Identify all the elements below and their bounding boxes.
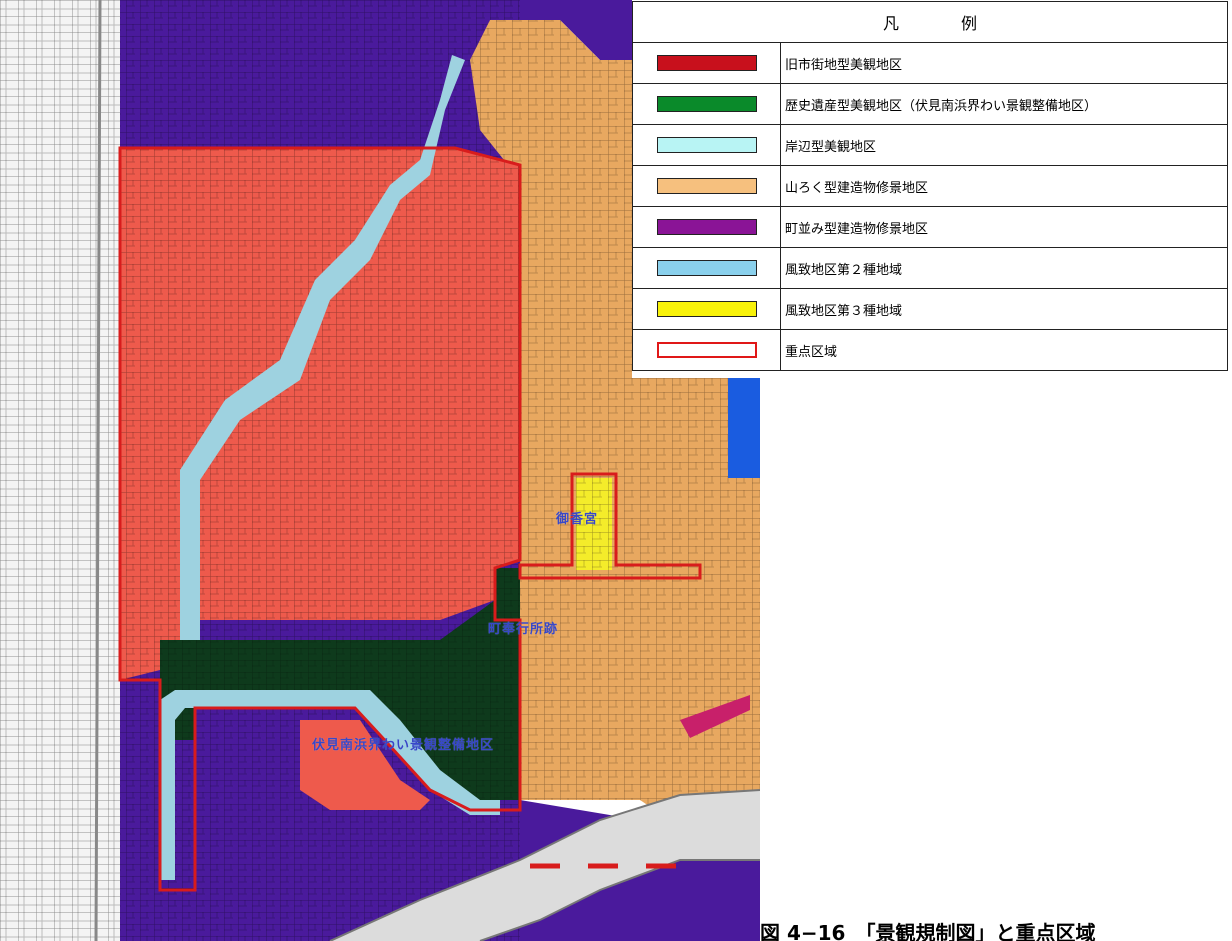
juten-boundary-yellow <box>518 472 702 580</box>
legend-row-kyushigai: 旧市街地型美観地区 <box>633 43 1227 84</box>
legend-label-fuchi3: 風致地区第３種地域 <box>785 303 903 319</box>
legend-row-yamaroku: 山ろく型建造物修景地区 <box>633 166 1227 207</box>
legend-swatch-cell <box>633 248 781 288</box>
legend-swatch-cell <box>633 84 781 124</box>
legend-swatch-cell <box>633 125 781 165</box>
legend-swatch-kishibe <box>656 137 757 153</box>
legend-table: 凡 例 旧市街地型美観地区歴史遺産型美観地区（伏見南浜界わい景観整備地区） 岸辺型… <box>632 1 1228 371</box>
legend-swatch-kyushigai <box>656 55 757 71</box>
juten-boundary-main <box>118 146 522 892</box>
figure-caption: 図 4−16 「景観規制図」と重点区域 <box>760 921 1096 941</box>
legend-header: 凡 例 <box>633 2 1227 43</box>
legend-row-kishibe: 岸辺型美観地区 <box>633 125 1227 166</box>
legend-row-juten: 重点区域 <box>633 330 1227 370</box>
legend-swatch-fuchi3 <box>656 301 757 317</box>
legend-row-fuchi2: 風致地区第２種地域 <box>633 248 1227 289</box>
kishibe-canal-band-lower <box>160 690 500 880</box>
legend-row-rekishi: 歴史遺産型美観地区（伏見南浜界わい景観整備地区） <box>633 84 1227 125</box>
legend-swatch-cell <box>633 330 781 370</box>
kyushigai-lower-area <box>300 720 430 810</box>
legend-swatch-cell <box>633 166 781 206</box>
legend-swatch-cell <box>633 289 781 329</box>
legend-rows: 旧市街地型美観地区歴史遺産型美観地区（伏見南浜界わい景観整備地区） 岸辺型美観地区… <box>633 43 1227 370</box>
legend-label-yamaroku: 山ろく型建造物修景地区 <box>785 180 929 196</box>
legend-label-machinami: 町並み型建造物修景地区 <box>785 221 929 237</box>
map-canvas <box>0 0 760 941</box>
legend-row-fuchi3: 風致地区第３種地域 <box>633 289 1227 330</box>
legend-label-kyushigai: 旧市街地型美観地区 <box>785 57 903 73</box>
legend-label-rekishi: 歴史遺産型美観地区（伏見南浜界わい景観整備地区） <box>785 98 1098 114</box>
legend-swatch-cell <box>633 43 781 83</box>
legend-swatch-machinami <box>656 219 757 235</box>
kishibe-canal-band <box>180 55 465 640</box>
legend-swatch-cell <box>633 207 781 247</box>
legend-row-machinami: 町並み型建造物修景地区 <box>633 207 1227 248</box>
legend-swatch-rekishi <box>656 96 757 112</box>
legend-label-fuchi2: 風致地区第２種地域 <box>785 262 903 278</box>
legend-swatch-fuchi2 <box>656 260 757 276</box>
legend-title-left: 凡 <box>882 14 899 33</box>
magenta-strip <box>680 695 750 738</box>
legend-label-kishibe: 岸辺型美観地区 <box>785 139 877 155</box>
landscape-regulation-map: 町奉行所跡 伏見南浜界わい景観整備地区 御香宮 <box>0 0 760 941</box>
legend-label-juten: 重点区域 <box>785 344 838 360</box>
legend-title-right: 例 <box>961 14 978 33</box>
legend-swatch-yamaroku <box>656 178 757 194</box>
legend-swatch-juten <box>656 342 757 358</box>
blue-strip <box>728 378 760 478</box>
